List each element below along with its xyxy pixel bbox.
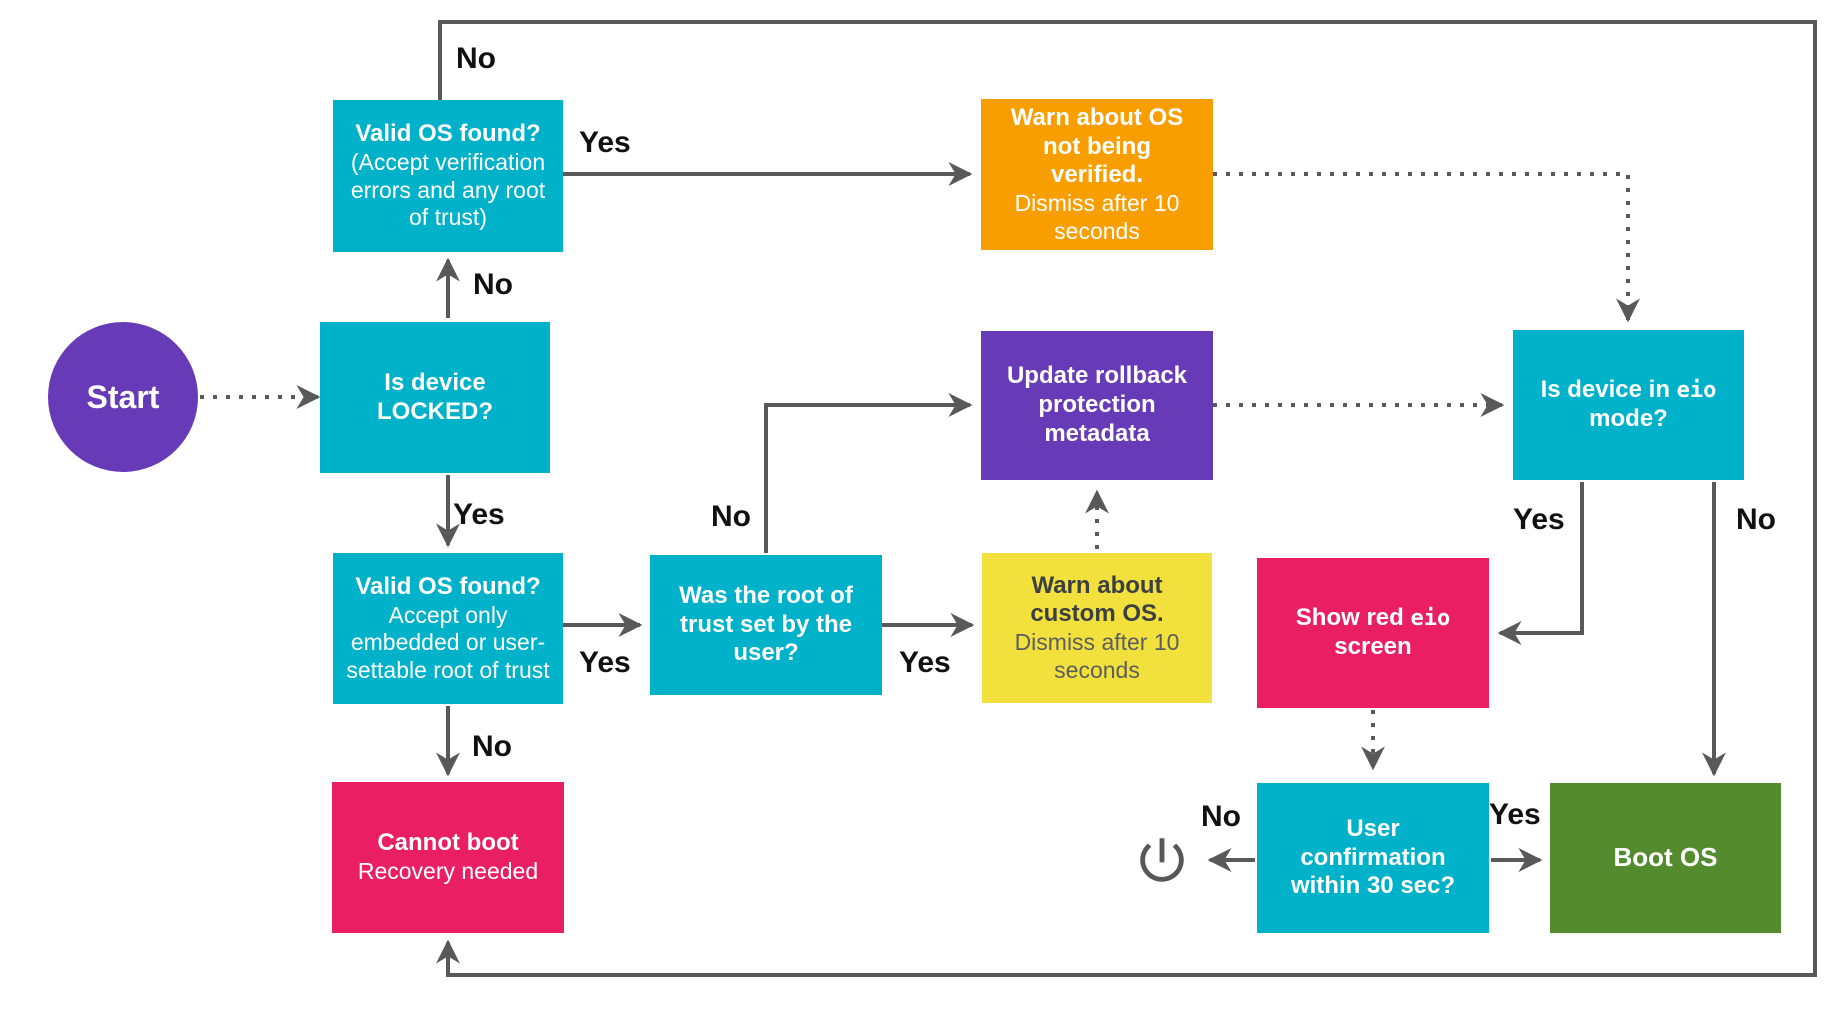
node-subtitle: Accept only embedded or user-settable ro… (346, 601, 550, 683)
title-part: Show red (1295, 604, 1411, 632)
node-title: Valid OS found? (355, 120, 541, 148)
edge-label-locked-yes: Yes (453, 498, 505, 531)
edge-label-strict-no: No (472, 730, 512, 763)
node-root-of-trust-user-set: Was the root of trust set by the user? (650, 555, 882, 695)
node-subtitle: Dismiss after 10 seconds (1014, 190, 1180, 244)
node-start: Start (48, 322, 198, 472)
node-is-device-in-eio-mode: Is device in eio mode? (1513, 330, 1744, 480)
node-warn-custom-os: Warn about custom OS. Dismiss after 10 s… (982, 553, 1212, 703)
node-show-red-eio-screen: Show red eio screen (1257, 558, 1489, 708)
node-title: Cannot boot (377, 829, 519, 857)
edge-label-confirm-no: No (1201, 800, 1241, 833)
node-is-device-locked: Is device LOCKED? (320, 322, 550, 473)
start-label: Start (86, 378, 160, 415)
node-valid-os-any-root: Valid OS found? (Accept verification err… (333, 100, 563, 252)
edge-label-root-yes: Yes (899, 646, 951, 679)
node-title: Update rollback protection metadata (1006, 362, 1188, 447)
eio-mono-text: eio (1410, 606, 1451, 632)
edge-is-eio-yes-to-show-red (1497, 482, 1584, 645)
edge-label-eio-yes: Yes (1513, 503, 1565, 536)
edge-label-strict-yes: Yes (579, 646, 631, 679)
node-title: Is device LOCKED? (377, 368, 493, 425)
title-part: Is device in (1540, 376, 1677, 404)
edge-valid-any-no-loop-to-cannot-boot (436, 20, 1817, 977)
node-title: Boot OS (1613, 842, 1718, 873)
edge-root-no-to-update-rollback (764, 393, 973, 553)
power-icon (1140, 838, 1184, 882)
node-title: Show red eio screen (1278, 604, 1468, 662)
edge-label-eio-no: No (1736, 503, 1776, 536)
node-title: Was the root of trust set by the user? (679, 581, 853, 667)
node-title: Warn about OS not being verified. (1010, 103, 1184, 189)
node-valid-os-strict-root: Valid OS found? Accept only embedded or … (333, 553, 563, 704)
node-title: User confirmation within 30 sec? (1290, 814, 1456, 900)
edge-label-locked-no: No (473, 268, 513, 301)
edge-label-valid-any-no: No (456, 42, 496, 75)
node-title: Is device in eio mode? (1524, 376, 1734, 434)
node-warn-os-not-verified: Warn about OS not being verified. Dismis… (981, 99, 1213, 250)
title-part: screen (1334, 633, 1412, 660)
edge-warn-unverified-to-is-eio (1213, 172, 1640, 323)
node-update-rollback-metadata: Update rollback protection metadata (981, 331, 1213, 480)
title-part: mode? (1589, 405, 1668, 432)
edge-label-confirm-yes: Yes (1489, 798, 1541, 831)
eio-mono-text: eio (1676, 378, 1717, 404)
node-title: Warn about custom OS. (1030, 571, 1164, 628)
edge-label-valid-any-yes: Yes (579, 126, 631, 159)
edge-label-root-no: No (711, 500, 751, 533)
node-subtitle: Recovery needed (357, 858, 539, 885)
node-cannot-boot: Cannot boot Recovery needed (332, 782, 564, 933)
node-user-confirmation: User confirmation within 30 sec? (1257, 783, 1489, 933)
node-title: Valid OS found? (355, 572, 541, 600)
node-subtitle: Dismiss after 10 seconds (1014, 629, 1180, 683)
node-boot-os: Boot OS (1550, 783, 1781, 933)
node-subtitle: (Accept verification errors and any root… (350, 149, 546, 231)
